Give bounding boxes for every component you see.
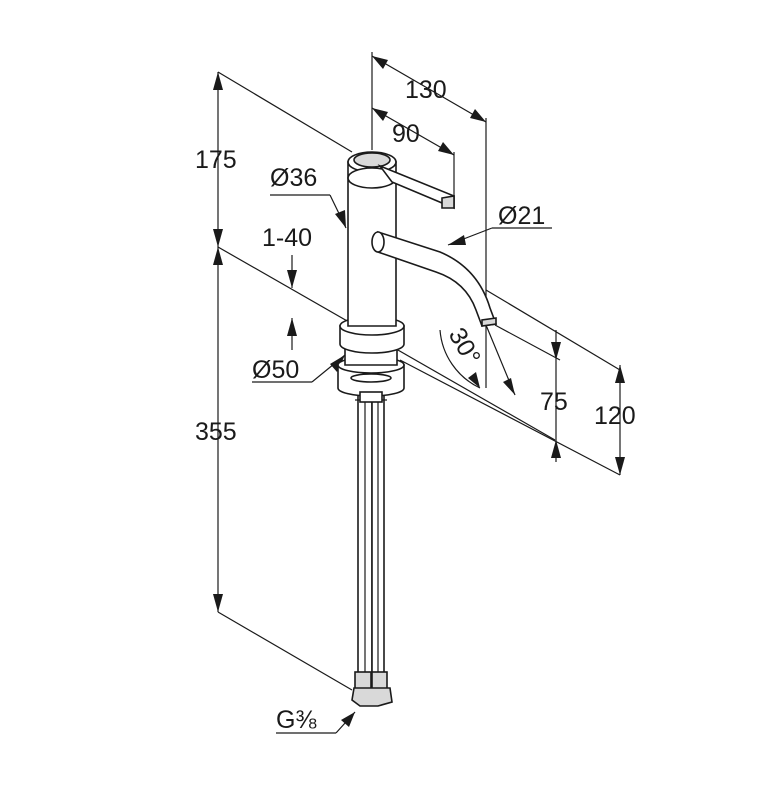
dim-diameter-50: Ø50 [252, 356, 299, 384]
faucet-body [337, 151, 498, 707]
dimension-arrows [213, 56, 625, 727]
dim-g-thread: G⅜ [276, 706, 316, 734]
spout-aerator [481, 317, 497, 327]
dim-1-40: 1-40 [262, 224, 312, 252]
dim-120: 120 [594, 402, 636, 430]
dim-diameter-21: Ø21 [498, 202, 545, 230]
dim-130: 130 [405, 76, 447, 104]
g-connector [351, 687, 393, 707]
dim-diameter-36: Ø36 [270, 164, 317, 192]
dim-75: 75 [540, 388, 568, 416]
dim-90: 90 [392, 120, 420, 148]
dim-355: 355 [195, 418, 237, 446]
dimension-labels: 130 90 175 Ø36 Ø21 1-40 30° Ø50 75 120 3… [195, 76, 636, 734]
dim-angle-30: 30° [443, 323, 486, 370]
dim-175: 175 [195, 146, 237, 174]
